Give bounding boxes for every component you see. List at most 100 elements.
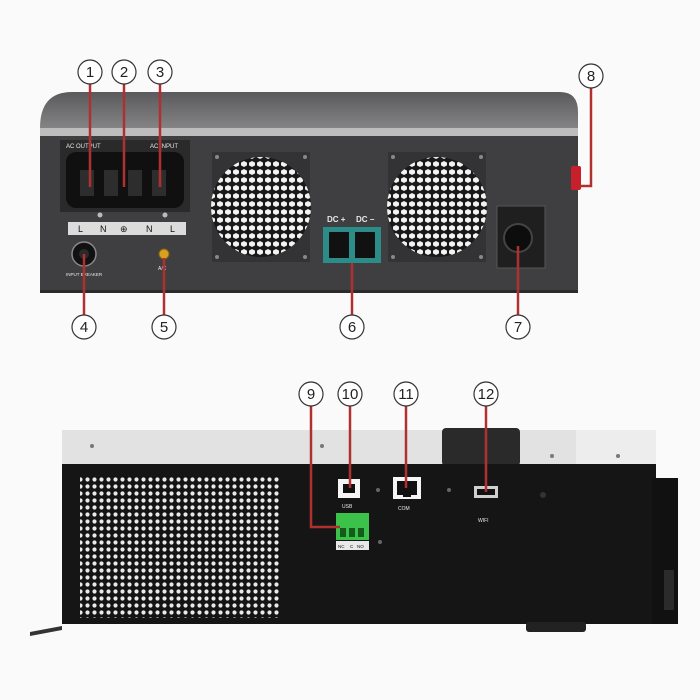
terminal-label-1: L — [78, 224, 83, 234]
callout-circle — [147, 59, 173, 85]
callout-6: 6 — [339, 314, 365, 340]
callout-number: 6 — [348, 319, 356, 336]
power-switch[interactable] — [571, 166, 581, 190]
callout-9: 9 — [298, 381, 324, 407]
callout-7: 7 — [505, 314, 531, 340]
leader-lines — [82, 84, 593, 529]
usb-port[interactable]: USB — [338, 479, 360, 510]
rear-base-foot — [30, 626, 62, 636]
rear-handle — [442, 428, 520, 466]
dc-pos-label: DC + — [327, 215, 346, 224]
callout-circle — [298, 381, 324, 407]
rear-screw-icon — [376, 488, 380, 492]
callout-circle — [77, 59, 103, 85]
com-label: COM — [398, 506, 410, 512]
terminal-label-4: N — [146, 224, 153, 234]
rear-screw-icon — [378, 540, 382, 544]
leader-line-9 — [309, 405, 340, 529]
fan-right — [387, 152, 487, 262]
callouts: 1 2 3 4 5 6 7 8 — [71, 59, 604, 407]
callout-number: 1 — [86, 64, 94, 81]
dry-contact-relay[interactable]: NC C NO — [336, 513, 369, 550]
callout-8: 8 — [578, 63, 604, 89]
fan-screw-icon — [479, 155, 483, 159]
terminal-label-2: N — [100, 224, 107, 234]
ac-output-label: AC OUTPUT — [66, 144, 101, 150]
callout-number: 2 — [120, 64, 128, 81]
callout-5: 5 — [151, 314, 177, 340]
callout-circle — [578, 63, 604, 89]
fan-screw-icon — [391, 155, 395, 159]
rear-foot-right — [526, 622, 586, 632]
callout-circle — [337, 381, 363, 407]
relay-label-nc: NC — [338, 544, 345, 549]
fan-screw-icon — [215, 155, 219, 159]
callout-circle — [339, 314, 365, 340]
callout-number: 7 — [514, 319, 522, 336]
terminal-label-3: ⊕ — [120, 224, 128, 234]
ac-terminal-l-out[interactable] — [80, 170, 94, 196]
terminal-screw-icon — [162, 212, 168, 218]
rear-vent-grille — [80, 476, 280, 618]
ac-terminal-n-out[interactable] — [104, 170, 118, 196]
fan-grille-right — [387, 157, 487, 257]
fan-left — [211, 152, 311, 262]
callout-number: 10 — [342, 386, 359, 403]
callout-circle — [111, 59, 137, 85]
relay-slot-c[interactable] — [349, 528, 355, 537]
callout-circle — [473, 381, 499, 407]
callout-circle — [505, 314, 531, 340]
dc-terminals: DC + DC − — [323, 215, 381, 263]
relay-slot-no[interactable] — [358, 528, 364, 537]
callout-number: 5 — [160, 319, 168, 336]
dc-pos-terminal[interactable] — [329, 232, 349, 258]
ac-terminal-n-in[interactable] — [128, 170, 142, 196]
fuse-icon[interactable] — [158, 248, 170, 260]
fan-screw-icon — [303, 155, 307, 159]
terminal-label-strip — [68, 222, 186, 235]
relay-label-no: NO — [357, 544, 364, 549]
rear-screw-icon — [90, 444, 94, 448]
front-panel-edge — [40, 128, 578, 136]
usb-label: USB — [342, 504, 353, 510]
rear-side-bracket — [664, 570, 674, 610]
rear-top-right-panel — [576, 430, 656, 470]
terminal-screw-icon — [97, 212, 103, 218]
rear-screw-icon — [616, 454, 620, 458]
callout-1: 1 — [77, 59, 103, 85]
callout-number: 8 — [587, 68, 595, 85]
front-bottom-edge — [40, 290, 578, 293]
callout-circle — [393, 381, 419, 407]
fuse-label: A/C — [158, 266, 167, 272]
fan-grille-left — [211, 157, 311, 257]
callout-circle — [71, 314, 97, 340]
rear-screw-icon — [550, 454, 554, 458]
relay-slot-nc[interactable] — [340, 528, 346, 537]
cable-gland[interactable] — [496, 205, 546, 269]
com-port-tab — [403, 494, 411, 497]
callout-11: 11 — [393, 381, 419, 407]
callout-circle — [151, 314, 177, 340]
rear-top-strip — [62, 430, 656, 466]
rear-screw-icon — [540, 492, 546, 498]
usb-port-icon[interactable] — [343, 484, 355, 493]
callout-number: 11 — [398, 386, 414, 403]
callout-12: 12 — [473, 381, 499, 407]
rear-screw-icon — [320, 444, 324, 448]
dc-neg-label: DC − — [356, 215, 375, 224]
front-view: AC OUTPUT AC INPUT L N ⊕ N L INPUT BREAK… — [40, 92, 581, 293]
fuse-holder[interactable]: A/C — [158, 248, 170, 272]
rear-screw-icon — [447, 488, 451, 492]
dc-neg-terminal[interactable] — [355, 232, 375, 258]
callout-number: 9 — [307, 386, 315, 403]
callout-number: 3 — [156, 64, 164, 81]
callout-number: 12 — [478, 386, 495, 403]
callout-3: 3 — [147, 59, 173, 85]
callout-2: 2 — [111, 59, 137, 85]
callout-number: 4 — [80, 319, 88, 336]
ac-input-label: AC INPUT — [150, 144, 178, 150]
leader-line-8 — [578, 88, 593, 188]
terminal-label-5: L — [170, 224, 175, 234]
